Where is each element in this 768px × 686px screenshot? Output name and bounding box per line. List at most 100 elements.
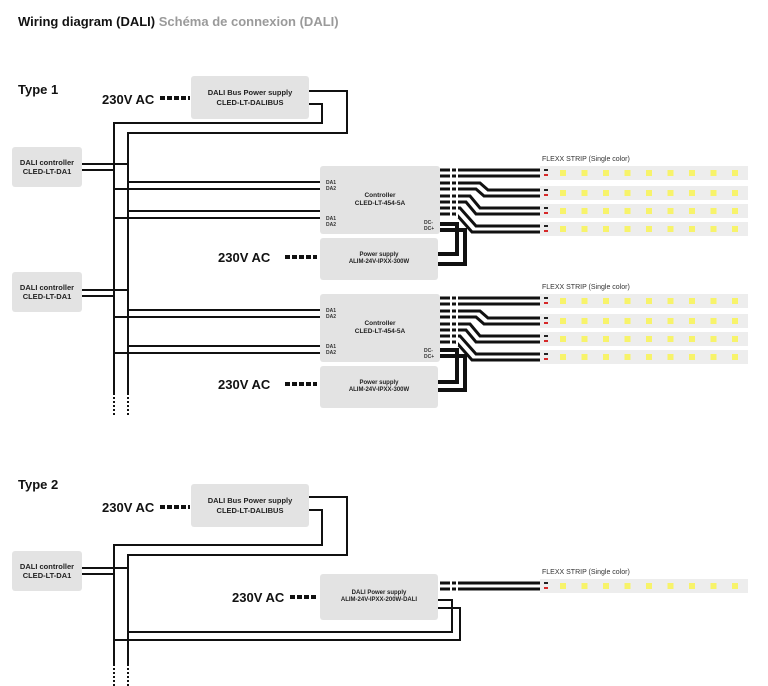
led-strip (540, 294, 748, 308)
led-chip (710, 226, 717, 232)
led-chip (710, 336, 717, 342)
led-chip (560, 583, 566, 589)
led-chip (689, 170, 695, 176)
led-strip (540, 166, 748, 180)
t1-dc1-line2: CLED-LT-DA1 (22, 167, 72, 176)
led-chip (603, 170, 609, 176)
strip-pad-negative (544, 169, 548, 171)
led-chip (581, 298, 588, 304)
t2-ps-line2: ALIM-24V-IPXX-200W-DALI (340, 597, 418, 603)
t1-bus-line1: DALI Bus Power supply (207, 88, 293, 98)
t1-dali-controller-1: DALI controller CLED-LT-DA1 (12, 147, 82, 187)
led-chip (646, 354, 652, 360)
title-subtitle: Schéma de connexion (DALI) (158, 14, 339, 29)
led-chip (732, 226, 738, 232)
led-chip (667, 336, 674, 342)
led-chip (560, 336, 566, 342)
led-chip (624, 583, 631, 589)
strip-pad-positive (544, 587, 548, 589)
t1-bus-wire-b (113, 103, 323, 415)
led-chip (667, 170, 674, 176)
led-chip (732, 354, 738, 360)
t1-bus-line2: CLED-LT-DALIBUS (216, 97, 284, 107)
t2-dali-power-supply: DALI Power supply ALIM-24V-IPXX-200W-DAL… (320, 574, 438, 620)
t2-ps-line1: DALI Power supply (351, 589, 407, 596)
t1-ctrl2-line1: Controller (364, 319, 396, 327)
led-chip (667, 208, 674, 214)
strip-pad-negative (544, 582, 548, 584)
t1-dc1-line1: DALI controller (19, 157, 75, 167)
led-chip (710, 298, 717, 304)
t2-ps-ac-label: 230V AC (232, 590, 285, 605)
led-chip (689, 354, 695, 360)
led-chip (732, 318, 738, 324)
t1-dc2-line2: CLED-LT-DA1 (22, 292, 72, 301)
t2-bus-ac-label: 230V AC (102, 500, 155, 515)
t1-ps2-ac-label: 230V AC (218, 377, 271, 392)
led-chip (603, 336, 609, 342)
t1-ps1-line1: Power supply (359, 251, 399, 258)
led-chip (560, 226, 566, 232)
led-chip (646, 298, 652, 304)
led-strip (540, 222, 748, 236)
t1-dc2-line1: DALI controller (19, 282, 75, 292)
led-chip (624, 170, 631, 176)
t2-dali-bus-power-box: DALI Bus Power supply CLED-LT-DALIBUS (191, 484, 309, 527)
led-chip (710, 208, 717, 214)
led-chip (667, 583, 674, 589)
led-chip (732, 190, 738, 196)
t1-ctrl2-dc-pins: DC-DC+ (424, 348, 435, 360)
led-chip (560, 208, 566, 214)
led-chip (624, 226, 631, 232)
led-chip (667, 298, 674, 304)
led-chip (667, 190, 674, 196)
led-chip (603, 354, 609, 360)
strip-pad-positive (544, 358, 548, 360)
led-chip (603, 583, 609, 589)
led-chip (710, 583, 717, 589)
strip-pad-positive (544, 322, 548, 324)
strip-pad-negative (544, 353, 548, 355)
t1-ps2-line2: ALIM-24V-IPXX-300W (348, 387, 410, 393)
led-chip (581, 208, 588, 214)
led-chip (581, 190, 588, 196)
strip-pad-positive (544, 340, 548, 342)
led-chip (603, 208, 609, 214)
strip-pad-negative (544, 317, 548, 319)
led-chip (646, 170, 652, 176)
led-chip (603, 298, 609, 304)
strip-pad-positive (544, 194, 548, 196)
t1-power-supply-1: Power supply ALIM-24V-IPXX-300W (320, 238, 438, 280)
led-chip (689, 583, 695, 589)
led-strip (540, 579, 748, 593)
strip-pad-negative (544, 189, 548, 191)
led-chip (689, 208, 695, 214)
led-chip (560, 170, 566, 176)
strip-pad-positive (544, 212, 548, 214)
led-chip (732, 208, 738, 214)
led-chip (667, 318, 674, 324)
t2-dali-controller: DALI controller CLED-LT-DA1 (12, 551, 82, 591)
t1-ps1-ac-label: 230V AC (218, 250, 271, 265)
t1-ps1-line2: ALIM-24V-IPXX-300W (348, 259, 410, 265)
led-strip (540, 332, 748, 346)
led-strip (540, 204, 748, 218)
led-chip (732, 170, 738, 176)
led-chip (581, 583, 588, 589)
led-chip (581, 170, 588, 176)
led-strip (540, 186, 748, 200)
led-chip (732, 336, 738, 342)
led-chip (603, 190, 609, 196)
led-chip (560, 190, 566, 196)
led-strips (540, 166, 748, 593)
t1-ps2-line1: Power supply (359, 379, 399, 386)
led-chip (732, 298, 738, 304)
strip-pad-negative (544, 335, 548, 337)
led-chip (689, 298, 695, 304)
led-chip (624, 208, 631, 214)
led-chip (560, 298, 566, 304)
